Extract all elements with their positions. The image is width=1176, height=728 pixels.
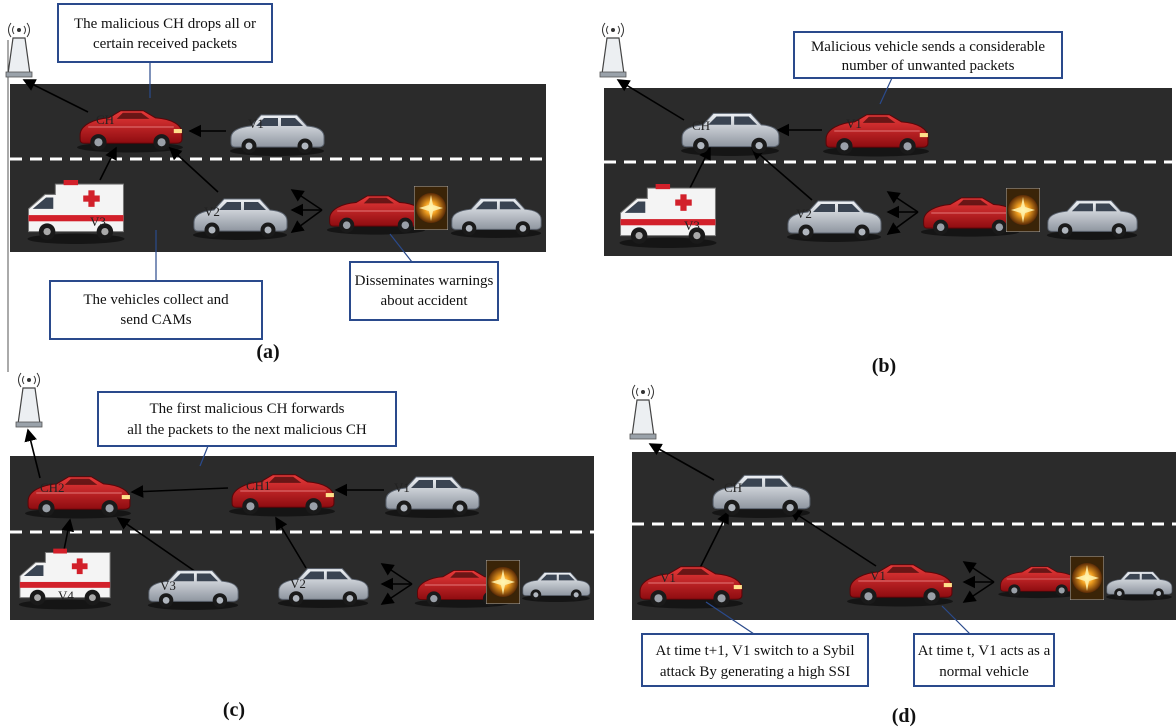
arrow-v3-to-ch [99,146,117,181]
vehicle-label-v2: V2 [204,204,220,219]
vehicle-label-v4: V4 [58,588,74,603]
arrow-ch-to-rsu [616,79,685,121]
vehicle-label-ch: CH [724,480,742,495]
vehicle-label-v1-normal: V1 [870,568,886,583]
arrow-ch1-to-ch2 [130,485,229,498]
panel-a: CH V1 V3 V2 The malicious CH drops all o… [5,3,546,372]
callout-a2-line2: send CAMs [120,312,191,328]
panel-d: CH V1 V1 At time t+1, V1 switch to a Syb… [629,384,1176,727]
callout-d2-line1: At time t, V1 acts as a [918,643,1051,659]
arrow-v3-to-ch2 [116,517,197,573]
accident-explosion-icon [1070,556,1104,600]
callout-d2: At time t, V1 acts as a normal vehicle [913,605,1055,687]
rsu-antenna-icon [599,22,627,78]
arrow-v1sybil-to-ch [699,510,729,569]
vehicle-label-v1: V1 [394,480,410,495]
vehicle-label-v2: V2 [290,576,306,591]
arrow-ch2-to-rsu [24,428,41,479]
vehicle-label-v2: V2 [796,206,812,221]
callout-a3-line2: about accident [380,293,468,309]
rsu-antenna-icon [5,22,33,78]
vehicle-label-ch1: CH1 [246,478,271,493]
rsu-antenna-icon [629,384,657,440]
vehicle-label-v1: V1 [846,116,862,131]
callout-b1-line2: number of unwanted packets [842,58,1015,74]
callout-b1: Malicious vehicle sends a considerable n… [793,31,1063,105]
arrow-warn-up [290,189,323,211]
arrow-warn-down [380,583,413,605]
arrow-v1normal-to-ch [788,509,877,567]
callout-c1: The first malicious CH forwards all the … [97,391,397,467]
callout-a3: Disseminates warnings about accident [349,233,499,321]
arrow-warn-down [290,209,323,233]
callout-a1: The malicious CH drops all or certain re… [57,3,273,98]
callout-a3-line1: Disseminates warnings [355,273,494,289]
arrow-v2-to-ch [750,146,813,201]
callout-a2-line1: The vehicles collect and [83,292,229,308]
callout-c1-line1: The first malicious CH forwards [150,401,345,417]
callout-b1-line1: Malicious vehicle sends a considerable [811,39,1045,55]
vehicle-label-v1-sybil: V1 [660,570,676,585]
vehicle-label-ch: CH [692,118,710,133]
vehicle-label-ch: CH [96,112,114,127]
callout-c1-line2: all the packets to the next malicious CH [127,422,367,438]
vehicle-label-v3: V3 [160,578,176,593]
callout-d1-line1: At time t+1, V1 switch to a Sybil [655,643,854,659]
callout-a1-line1: The malicious CH drops all or [74,16,256,32]
arrow-warn-up [380,563,413,585]
rsu-antenna-icon [15,372,43,428]
arrow-v2-to-ch [168,146,219,193]
accident-explosion-icon [486,560,520,604]
vehicle-label-v3: V3 [684,218,700,233]
panel-label-c: (c) [223,699,245,721]
vehicle-label-ch2: CH2 [40,480,65,495]
accident-explosion-icon [414,186,448,230]
accident-explosion-icon [1006,188,1040,232]
callout-a2: The vehicles collect and send CAMs [49,230,263,340]
callout-d1-line2: attack By generating a high SSI [660,664,850,680]
callout-d1: At time t+1, V1 switch to a Sybil attack… [641,601,869,687]
arrow-ch-to-rsu [22,79,89,113]
arrow-warn-up [962,561,995,583]
callout-d2-line2: normal vehicle [939,664,1029,680]
panel-c: CH2 CH1 V1 V4 V3 V2 The first malicious … [10,372,594,721]
arrow-ch-to-rsu [648,443,715,481]
panel-label-b: (b) [872,355,896,377]
arrow-v2-to-ch1 [275,516,307,569]
arrow-warn-up [886,191,919,213]
vehicle-label-v1: V1 [248,116,264,131]
panel-label-d: (d) [892,705,916,727]
arrow-warn-down [886,211,919,235]
panel-b: CH V1 V3 V2 Malicious vehicle sends a co… [599,22,1172,377]
vehicle-label-v3: V3 [90,214,106,229]
callout-a1-line2: certain received packets [93,36,237,52]
arrow-warn-down [962,581,995,603]
panel-label-a: (a) [256,341,279,363]
